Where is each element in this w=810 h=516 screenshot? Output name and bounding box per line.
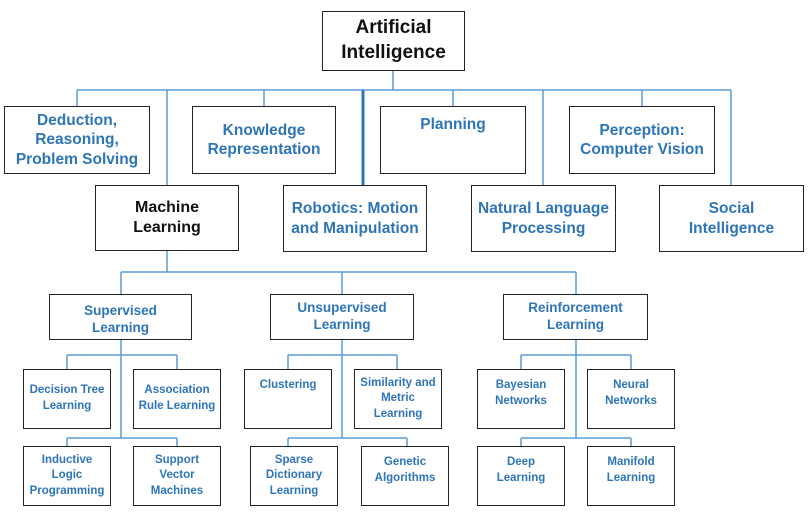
- node-social-intelligence: Social Intelligence: [659, 185, 804, 252]
- node-manifold-learning: Manifold Learning: [587, 446, 675, 506]
- node-label: Similarity and Metric Learning: [360, 376, 436, 420]
- node-label: Clustering: [259, 379, 317, 391]
- node-machine-learning: Machine Learning: [95, 185, 239, 251]
- node-label: Machine Learning: [133, 199, 201, 236]
- node-label: Support Vector Machines: [150, 453, 204, 497]
- node-clustering: Clustering: [244, 369, 332, 429]
- node-label: Robotics: Motion and Manipulation: [291, 200, 419, 237]
- node-label: Deduction, Reasoning, Problem Solving: [15, 111, 139, 168]
- node-label: Unsupervised Learning: [297, 300, 387, 332]
- node-label: Decision Tree Learning: [29, 384, 105, 412]
- node-label: Social Intelligence: [688, 200, 775, 237]
- node-deduction-reasoning: Deduction, Reasoning, Problem Solving: [4, 106, 150, 174]
- node-association-rule-learning: Association Rule Learning: [133, 369, 221, 429]
- node-label: Neural Networks: [605, 379, 657, 407]
- node-deep-learning: Deep Learning: [477, 446, 565, 506]
- node-perception: Perception: Computer Vision: [569, 106, 715, 174]
- node-unsupervised-learning: Unsupervised Learning: [270, 294, 414, 340]
- node-label: Planning: [420, 116, 486, 133]
- node-label: Knowledge Representation: [207, 121, 321, 158]
- root-label: Artificial Intelligence: [341, 17, 446, 63]
- node-label: Supervised Learning: [84, 303, 157, 335]
- node-label: Manifold Learning: [606, 456, 656, 484]
- node-label: Natural Language Processing: [478, 200, 609, 237]
- node-robotics: Robotics: Motion and Manipulation: [283, 185, 427, 252]
- root-node-artificial-intelligence: Artificial Intelligence: [322, 11, 465, 71]
- node-label: Reinforcement Learning: [528, 300, 623, 332]
- node-support-vector-machines: Support Vector Machines: [133, 446, 221, 506]
- node-label: Association Rule Learning: [138, 384, 216, 412]
- node-bayesian-networks: Bayesian Networks: [477, 369, 565, 429]
- node-label: Sparse Dictionary Learning: [265, 453, 323, 497]
- node-decision-tree-learning: Decision Tree Learning: [23, 369, 111, 429]
- node-supervised-learning: Supervised Learning: [49, 294, 192, 340]
- node-reinforcement-learning: Reinforcement Learning: [503, 294, 648, 340]
- node-natural-language-processing: Natural Language Processing: [471, 185, 616, 252]
- node-label: Bayesian Networks: [495, 379, 547, 407]
- node-knowledge-representation: Knowledge Representation: [192, 106, 336, 174]
- node-label: Inductive Logic Programming: [29, 453, 105, 497]
- node-neural-networks: Neural Networks: [587, 369, 675, 429]
- node-inductive-logic-programming: Inductive Logic Programming: [23, 446, 111, 506]
- node-similarity-metric-learning: Similarity and Metric Learning: [354, 369, 442, 429]
- node-label: Perception: Computer Vision: [580, 121, 704, 158]
- node-label: Deep Learning: [496, 456, 546, 484]
- node-label: Genetic Algorithms: [374, 456, 436, 484]
- node-planning: Planning: [380, 106, 526, 174]
- node-sparse-dictionary-learning: Sparse Dictionary Learning: [250, 446, 338, 506]
- node-genetic-algorithms: Genetic Algorithms: [361, 446, 449, 506]
